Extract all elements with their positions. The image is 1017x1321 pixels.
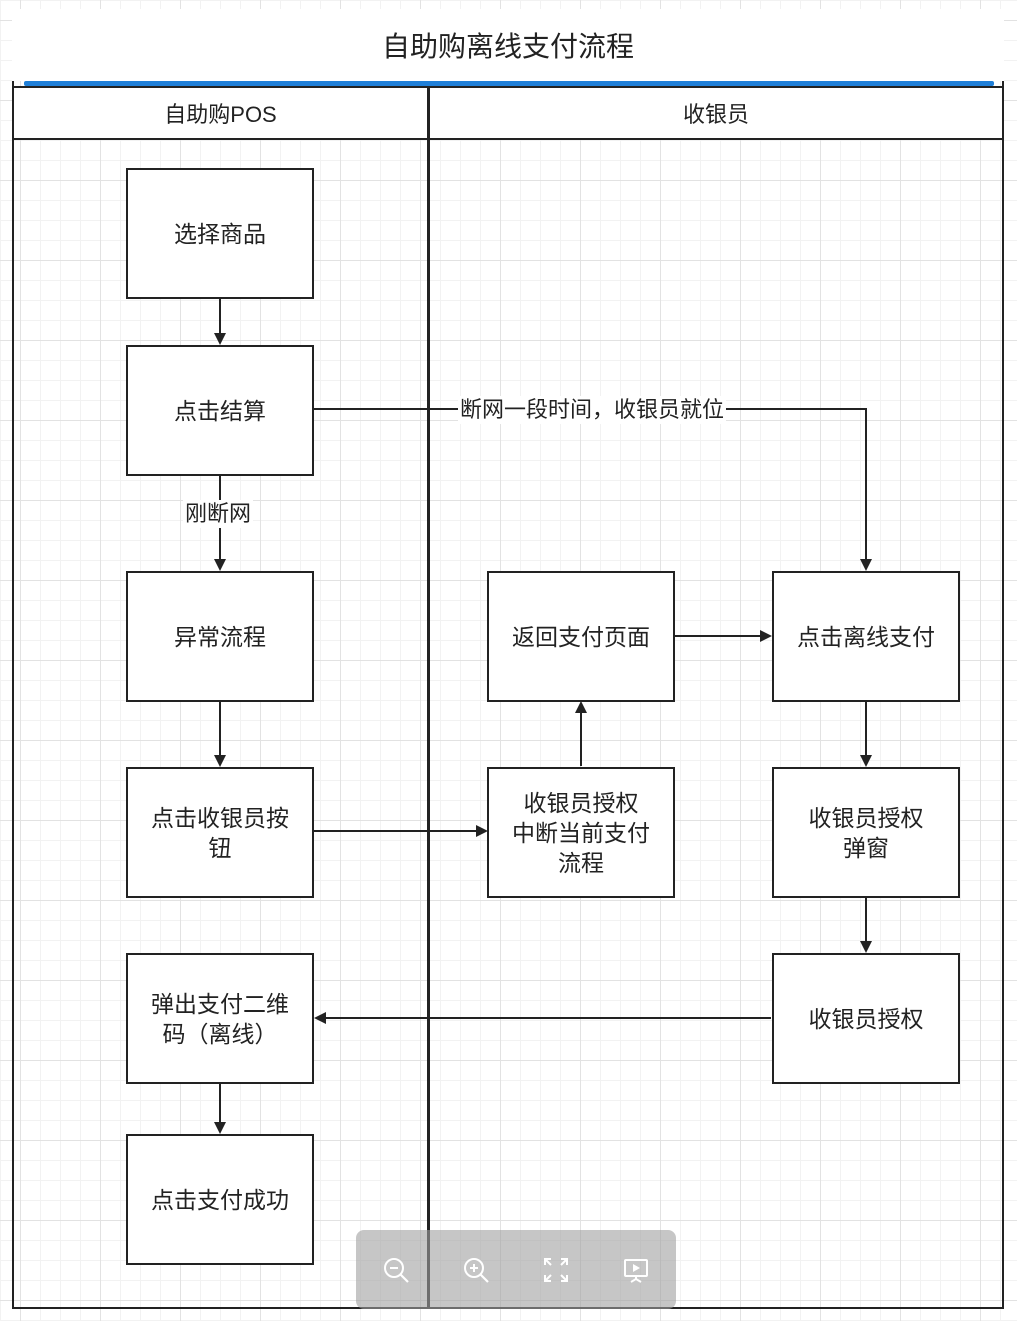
fullscreen-icon [544, 1257, 568, 1282]
node-cashier-auth-interrupt[interactable]: 收银员授权 中断当前支付 流程 [487, 767, 675, 898]
present-button[interactable] [616, 1250, 656, 1290]
node-cashier-auth[interactable]: 收银员授权 [772, 953, 960, 1084]
zoom-in-icon [464, 1257, 489, 1283]
node-click-cashier-button[interactable]: 点击收银员按 钮 [126, 767, 314, 898]
diagram-title: 自助购离线支付流程 [12, 9, 1004, 81]
node-click-pay-success[interactable]: 点击支付成功 [126, 1134, 314, 1265]
lane-header-cashier: 收银员 [430, 86, 1002, 140]
zoom-in-button[interactable] [456, 1250, 496, 1290]
zoom-out-button[interactable] [376, 1250, 416, 1290]
node-exception-flow[interactable]: 异常流程 [126, 571, 314, 702]
fullscreen-button[interactable] [536, 1250, 576, 1290]
node-click-offline-pay[interactable]: 点击离线支付 [772, 571, 960, 702]
edge-label-just-disconnected: 刚断网 [183, 500, 254, 528]
node-show-offline-qrcode[interactable]: 弹出支付二维 码（离线） [126, 953, 314, 1084]
node-cashier-auth-popup[interactable]: 收银员授权 弹窗 [772, 767, 960, 898]
edge-label-network-down-cashier-ready: 断网一段时间，收银员就位 [458, 396, 727, 424]
lane-divider [427, 86, 430, 1309]
node-select-product[interactable]: 选择商品 [126, 168, 314, 299]
lane-header-pos: 自助购POS [14, 86, 427, 140]
node-return-pay-page[interactable]: 返回支付页面 [487, 571, 675, 702]
node-click-checkout[interactable]: 点击结算 [126, 345, 314, 476]
title-accent-bar [24, 81, 994, 86]
present-icon [624, 1258, 648, 1283]
viewer-toolbar [356, 1230, 676, 1309]
zoom-out-icon [384, 1257, 409, 1283]
